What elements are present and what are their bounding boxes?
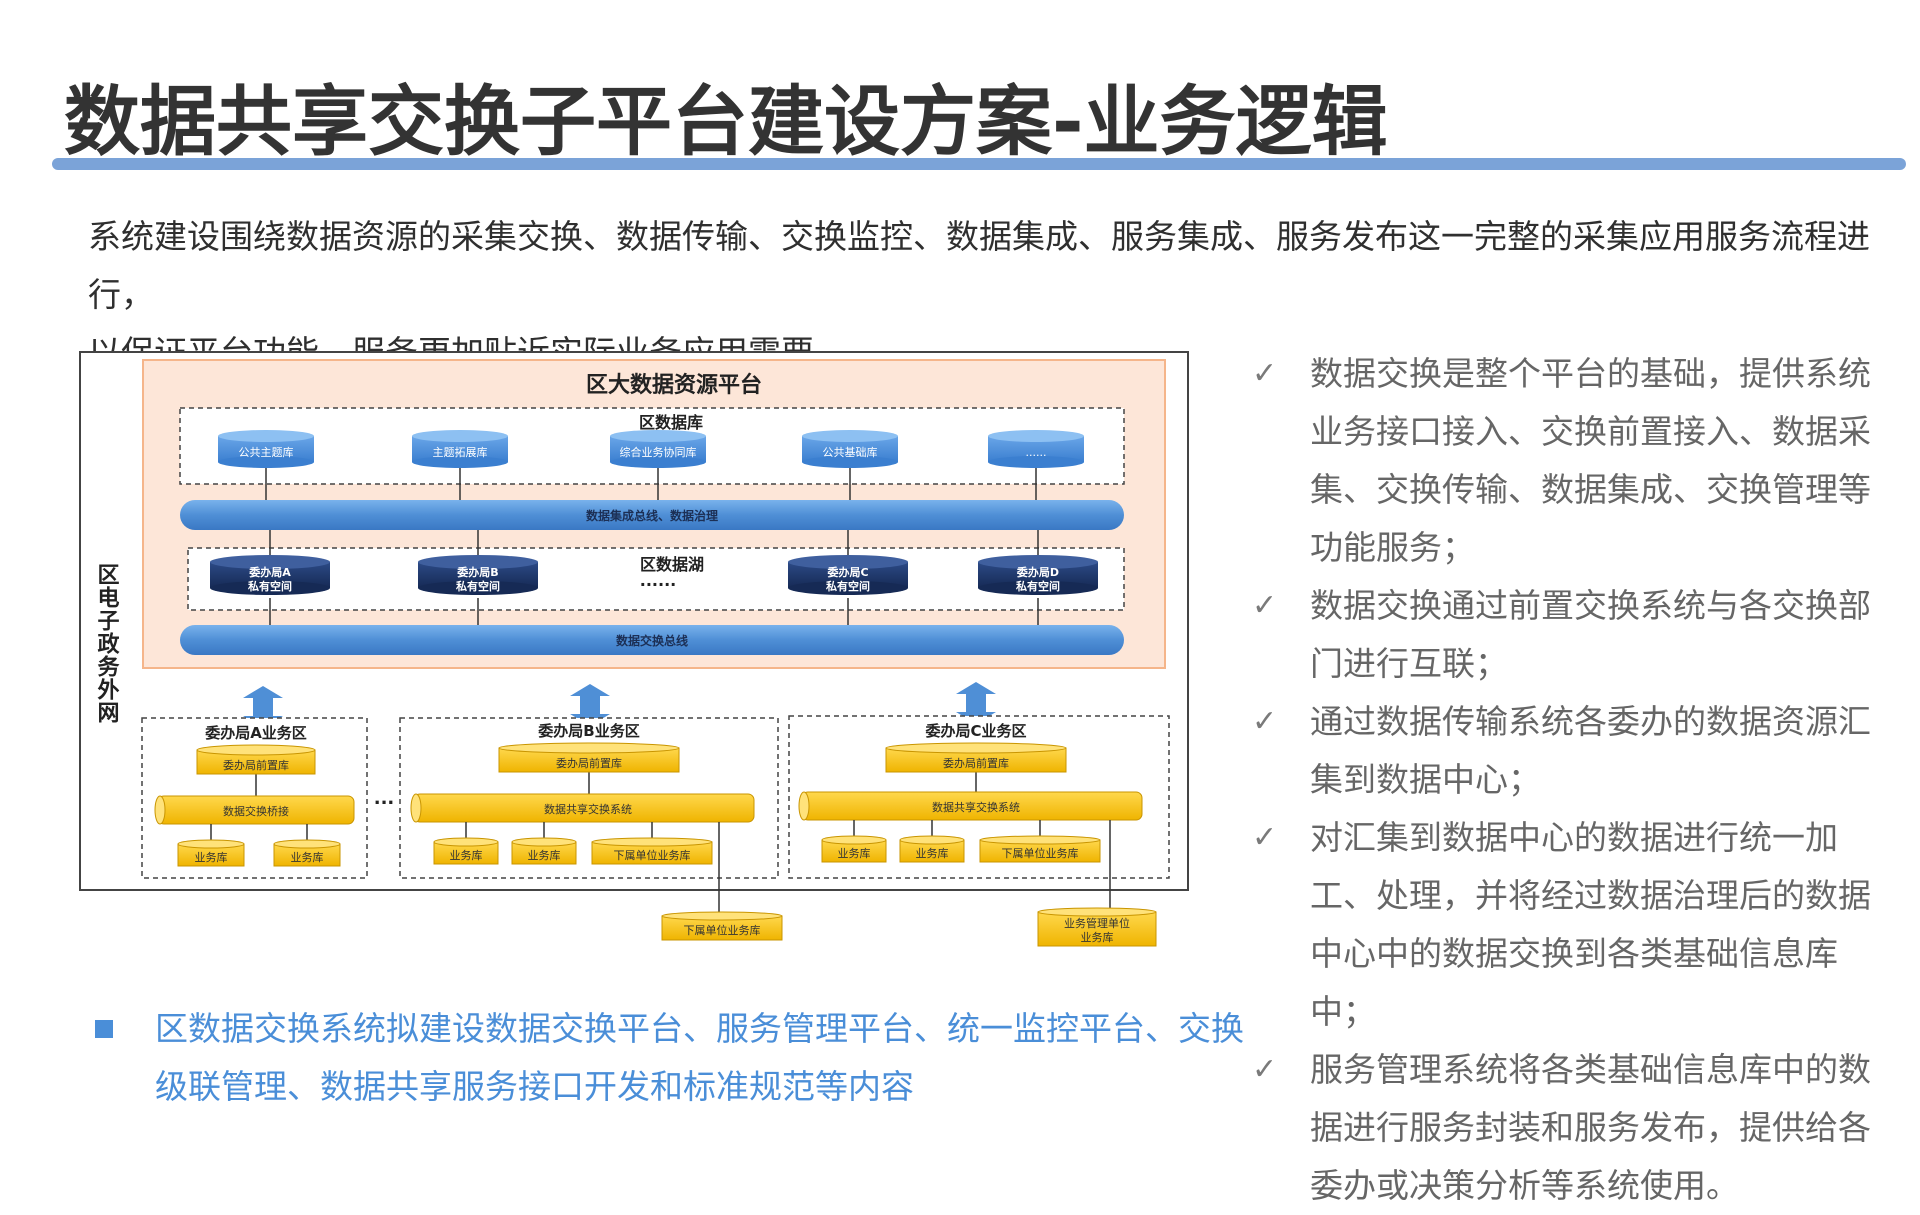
double-arrow-icon <box>956 682 996 724</box>
zone-b-db-label: 业务库 <box>528 849 561 862</box>
zone-c: 委办局C业务区 委办局前置库 数据共享交换系统 业务库 业务库 下属单位业务库 … <box>788 715 1170 947</box>
double-arrow-icon <box>570 684 610 726</box>
lake-item-b: 委办局B 私有空间 <box>418 530 538 630</box>
zone-c-db-label: 业务库 <box>838 847 871 860</box>
square-bullet-icon <box>95 1020 113 1038</box>
zone-c-external-line2: 业务库 <box>1081 931 1114 944</box>
lake-item-line2: 私有空间 <box>248 579 292 593</box>
lake-zone-title: 区数据湖 <box>640 555 704 574</box>
bullet-text: 对汇集到数据中心的数据进行统一加工、处理，并将经过数据治理后的数据中心中的数据交… <box>1310 818 1871 1031</box>
zone-a: 委办局A业务区 委办局前置库 数据交换桥接 业务库 业务库 <box>141 717 368 879</box>
check-icon: ✓ <box>1252 1052 1278 1087</box>
lake-item-line1: 委办局C <box>826 565 868 579</box>
db-item-5: ...... <box>988 430 1084 500</box>
db-item-label: 主题拓展库 <box>433 445 488 459</box>
platform-title: 区大数据资源平台 <box>586 372 762 398</box>
db-item-3: 综合业务协同库 <box>610 430 706 500</box>
extranet-label: 区电子政务外网 <box>94 563 120 724</box>
zone-c-system-label: 数据共享交换系统 <box>932 800 1020 814</box>
exchange-bus-label: 数据交换总线 <box>616 633 688 648</box>
lake-item-d: 委办局D 私有空间 <box>978 530 1098 630</box>
bullet-text: 服务管理系统将各类基础信息库中的数据进行服务封装和服务发布，提供给各委办或决策分… <box>1310 1050 1871 1205</box>
check-icon: ✓ <box>1252 588 1278 623</box>
bullet-item-2: ✓ 数据交换通过前置交换系统与各交换部门进行互联； <box>1240 577 1880 693</box>
db-item-label: ...... <box>1026 446 1047 459</box>
lake-items: 委办局A 私有空间 委办局B 私有空间 委办局C 私有空间 <box>210 530 1098 630</box>
zone-a-bridge-label: 数据交换桥接 <box>223 804 289 818</box>
db-item-label: 公共主题库 <box>239 446 294 459</box>
zone-a-db-label: 业务库 <box>195 851 228 864</box>
db-item-label: 综合业务协同库 <box>620 445 697 459</box>
bullet-item-1: ✓ 数据交换是整个平台的基础，提供系统业务接口接入、交换前置接入、数据采集、交换… <box>1240 345 1880 577</box>
title-underline <box>52 158 1906 170</box>
zone-a-db-label: 业务库 <box>291 851 324 864</box>
db-zone-title: 区数据库 <box>639 413 703 432</box>
db-item-label: 公共基础库 <box>823 446 878 459</box>
lake-item-line1: 委办局B <box>456 565 498 579</box>
lake-item-line2: 私有空间 <box>456 579 500 593</box>
db-item-2: 主题拓展库 <box>412 430 508 500</box>
lake-zone <box>187 547 1125 611</box>
integration-bus: 数据集成总线、数据治理 <box>180 500 1124 530</box>
page-title: 数据共享交换子平台建设方案-业务逻辑 <box>64 77 1388 166</box>
exchange-bus: 数据交换总线 <box>180 625 1124 655</box>
zone-a-title: 委办局A业务区 <box>205 724 307 742</box>
bottom-note: 区数据交换系统拟建设数据交换平台、服务管理平台、统一监控平台、交换级联管理、数据… <box>95 1000 1245 1116</box>
zone-b-db-label: 业务库 <box>450 849 483 862</box>
zone-b-front-label: 委办局前置库 <box>556 756 622 770</box>
check-icon: ✓ <box>1252 820 1278 855</box>
bullet-text: 数据交换是整个平台的基础，提供系统业务接口接入、交换前置接入、数据采集、交换传输… <box>1310 354 1871 567</box>
zone-a-front-label: 委办局前置库 <box>223 758 289 772</box>
db-items: 公共主题库 主题拓展库 综合业务协同库 公共基础库 <box>218 430 1084 500</box>
intro-line-1: 系统建设围绕数据资源的采集交换、数据传输、交换监控、数据集成、服务集成、服务发布… <box>88 217 1870 314</box>
bullet-text: 数据交换通过前置交换系统与各交换部门进行互联； <box>1310 586 1871 683</box>
bullet-list: ✓ 数据交换是整个平台的基础，提供系统业务接口接入、交换前置接入、数据采集、交换… <box>1240 345 1880 1215</box>
lake-item-line2: 私有空间 <box>826 579 870 593</box>
bullet-item-5: ✓ 服务管理系统将各类基础信息库中的数据进行服务封装和服务发布，提供给各委办或决… <box>1240 1041 1880 1215</box>
integration-bus-label: 数据集成总线、数据治理 <box>586 508 718 523</box>
zone-c-db-label: 下属单位业务库 <box>1002 846 1079 860</box>
db-item-4: 公共基础库 <box>802 430 898 500</box>
lake-item-line2: 私有空间 <box>1016 579 1060 593</box>
lake-ellipsis: ...... <box>640 571 676 590</box>
zone-c-front-label: 委办局前置库 <box>943 756 1009 770</box>
lake-item-c: 委办局C 私有空间 <box>788 530 908 630</box>
zone-b: 委办局B业务区 委办局前置库 数据共享交换系统 业务库 业务库 下属单位业务库 … <box>399 717 783 941</box>
zone-b-db-label: 下属单位业务库 <box>614 848 691 862</box>
zone-c-external-line1: 业务管理单位 <box>1064 916 1130 930</box>
bullet-item-4: ✓ 对汇集到数据中心的数据进行统一加工、处理，并将经过数据治理后的数据中心中的数… <box>1240 809 1880 1041</box>
zone-b-system-label: 数据共享交换系统 <box>544 802 632 816</box>
check-icon: ✓ <box>1252 704 1278 739</box>
db-item-1: 公共主题库 <box>218 430 314 500</box>
lake-item-line1: 委办局D <box>1016 565 1059 579</box>
bullet-text: 通过数据传输系统各委办的数据资源汇集到数据中心； <box>1310 702 1871 799</box>
lake-item-line1: 委办局A <box>248 565 291 579</box>
architecture-diagram: 区电子政务外网 区大数据资源平台 区数据库 公共主题库 主题拓展库 综合业务协同… <box>78 350 1218 970</box>
lake-item-a: 委办局A 私有空间 <box>210 530 330 630</box>
zone-ellipsis: ... <box>374 788 395 809</box>
bottom-note-text: 区数据交换系统拟建设数据交换平台、服务管理平台、统一监控平台、交换级联管理、数据… <box>155 1009 1244 1106</box>
zone-b-title: 委办局B业务区 <box>538 722 639 740</box>
architecture-svg: 区电子政务外网 区大数据资源平台 区数据库 公共主题库 主题拓展库 综合业务协同… <box>79 351 1189 947</box>
zone-b-external-label: 下属单位业务库 <box>684 923 761 937</box>
zone-c-db-label: 业务库 <box>916 847 949 860</box>
bullet-item-3: ✓ 通过数据传输系统各委办的数据资源汇集到数据中心； <box>1240 693 1880 809</box>
check-icon: ✓ <box>1252 356 1278 391</box>
zone-c-title: 委办局C业务区 <box>925 722 1026 740</box>
